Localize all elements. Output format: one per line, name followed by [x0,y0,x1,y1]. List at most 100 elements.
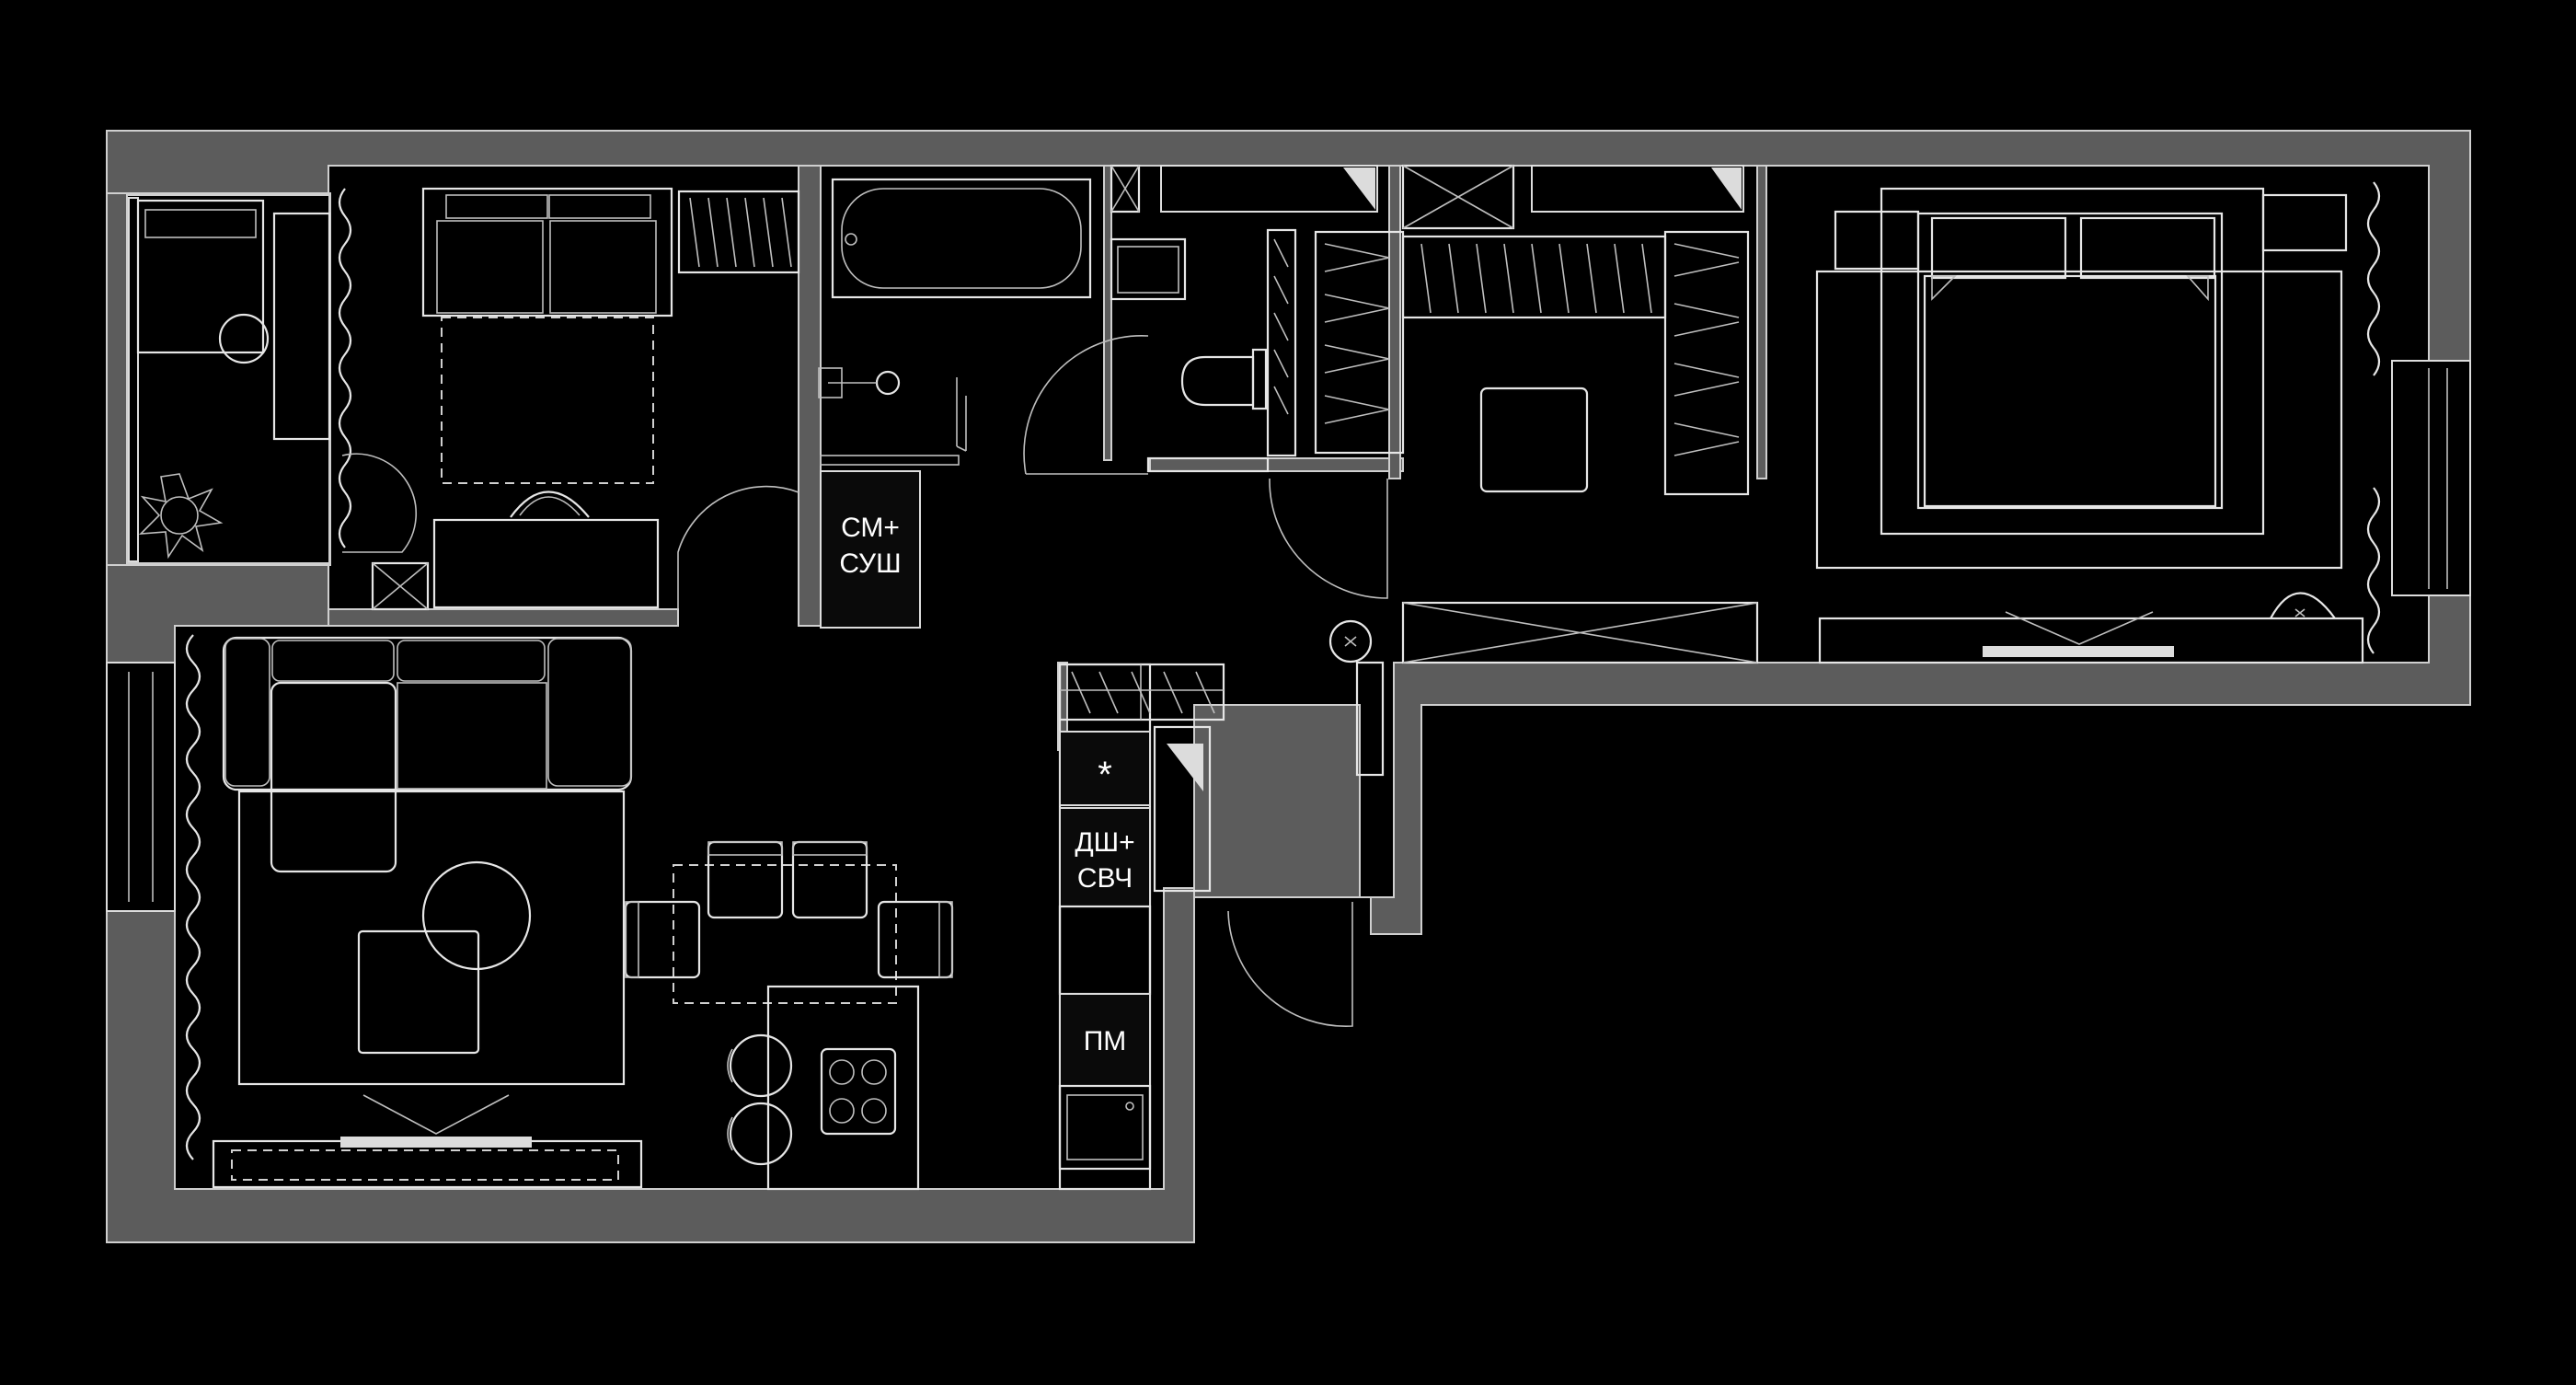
bed [1916,212,2224,510]
washer-dryer-label-2: СУШ [839,548,901,579]
kitchen-column-niche [1153,725,1212,893]
balcony-floor [126,194,330,564]
study-room [338,187,800,611]
partition-bath-right [1103,165,1112,461]
bed-extension-dashed [441,317,654,484]
bathroom: СМ+ СУШ [818,164,1187,629]
sofa-chaise [270,681,397,873]
door-study-balcony [341,453,418,553]
curtain-bedroom-top [2366,181,2381,376]
shower-icon [818,367,901,398]
bedroom-tv [1983,646,2174,657]
door-study [677,485,799,609]
wardrobe-ottoman [1479,387,1589,493]
wardrobe-room [1314,164,1750,496]
window-living [106,662,176,912]
bedroom-armchair [2270,592,2336,619]
living-tv [340,1137,532,1148]
upper-cabinets [1058,663,1225,721]
hall [1227,478,1759,1027]
washer-dryer [820,470,921,629]
toilet-tank [1251,348,1268,410]
partition-bedroom-left [1388,165,1401,479]
balcony [136,199,331,560]
wc-cabinet [1266,228,1297,457]
window-balcony [128,197,139,562]
desk-chair [510,491,590,518]
pillow-right [2079,216,2216,280]
curtain-left-study [338,188,352,548]
entrance-door [1227,902,1353,1027]
plant-icon [138,473,224,560]
bar-stool-1 [729,1033,793,1098]
partition-living-top [328,608,679,627]
living-room [185,634,954,1189]
coffee-table [421,860,532,971]
washer-dryer-label-1: СМ+ [841,513,900,543]
bar-stool-2 [729,1102,793,1166]
dishwasher [1059,993,1151,1087]
sofa-back [222,636,633,791]
hall-bench [1355,661,1385,777]
bed-frame [1815,270,2343,570]
dining-chair-3 [624,900,701,979]
wc [1146,228,1297,473]
walls [106,130,2471,1243]
dishwasher-microwave-label-2: СВЧ [1077,863,1133,894]
balcony-side-table [218,313,270,364]
hall-lamp [1328,619,1373,664]
nightstand-right [2261,193,2348,252]
wardrobe-top [1401,235,1667,319]
dining-table-dashed [673,864,897,1004]
fridge-label: * [1098,755,1112,795]
dishwasher-label: ПМ [1084,1026,1127,1056]
fridge [1059,731,1151,806]
wardrobe-left [1314,230,1405,455]
bed-headboard-area [1880,187,2265,536]
partition-hall-top [1149,457,1404,472]
kitchen-island [766,985,920,1191]
cabinet-bath [1110,164,1141,214]
kitchen: * ДШ+ СВЧ ПМ [727,663,1225,1191]
dishwasher-microwave [1059,807,1151,907]
ottoman [357,929,480,1055]
wardrobe-study [677,190,800,274]
master-bedroom [1815,181,2381,664]
desk-study [432,518,660,609]
outer-wall [106,130,2471,1243]
cabinet-hall-top [1401,164,1515,230]
door-bath [1023,335,1149,475]
dresser [1818,617,2364,664]
sofa-bed-study [421,187,673,317]
sink-bath [1110,237,1187,301]
window-bedroom-top [1531,165,1744,213]
rug [237,790,626,1086]
cooktop [820,1047,897,1136]
partition-bath-left [798,165,822,627]
glass-partition [956,377,967,452]
dining-chair-2 [791,840,868,919]
pillow-left [1930,216,2067,280]
window-bath-top [1160,165,1378,213]
curtain-living [185,634,201,1160]
shelf-study [371,561,430,611]
wardrobe-right [1663,230,1750,496]
bathtub [831,178,1092,299]
bath-floor-line [820,455,960,466]
dishwasher-microwave-label-1: ДШ+ [1075,827,1134,858]
curtain-bedroom-bottom [2366,487,2381,654]
hall-wardrobe [1401,601,1759,664]
windows [106,165,2471,912]
nightstand-left [1834,210,1920,271]
balcony-shelf [272,212,331,441]
toilet-bowl [1180,355,1255,407]
dining-chair-1 [707,840,784,919]
balcony-daybed [136,199,265,354]
door-wardrobe [1269,478,1388,599]
window-bedroom [2391,360,2471,596]
dining-chair-4 [877,900,954,979]
duvet [1923,274,2217,508]
partition-wardrobe [1756,165,1767,479]
kitchen-sink [1058,1084,1152,1171]
